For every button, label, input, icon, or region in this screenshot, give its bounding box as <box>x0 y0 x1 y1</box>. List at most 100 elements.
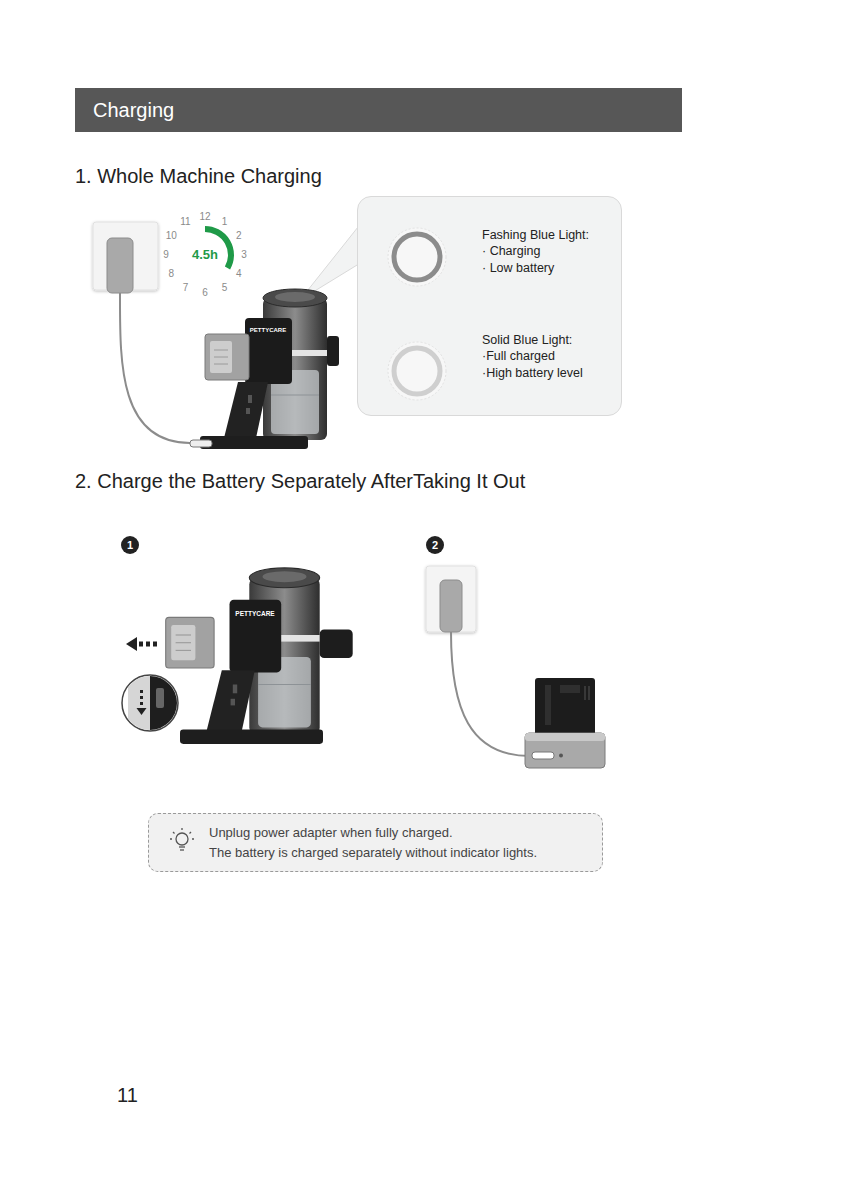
tip-icon <box>192 838 194 839</box>
clock-number: 4 <box>236 268 242 280</box>
pull-arrow <box>146 642 150 647</box>
header-bar <box>75 88 682 132</box>
vacuum-cleaner <box>190 440 212 447</box>
battery-pack <box>535 678 595 736</box>
release-inset <box>150 672 190 736</box>
step-number: 2 <box>426 536 444 554</box>
pull-arrow <box>139 642 143 647</box>
vacuum-cleaner <box>320 630 353 659</box>
vacuum-cleaner <box>271 395 319 396</box>
status-callout: Fashing Blue Light:· Charging· Low batte… <box>357 196 622 416</box>
tip-icon <box>179 846 185 847</box>
vacuum-cleaner <box>248 395 252 403</box>
step-number: 1 <box>121 536 139 554</box>
step-number-text: 1 <box>127 540 133 551</box>
callout-pointer <box>300 222 362 300</box>
vacuum-cleaner <box>214 364 228 365</box>
battery-pack <box>525 733 605 768</box>
vacuum-cleaner <box>166 617 214 668</box>
tip-icon <box>181 828 182 830</box>
status-item: ·Full charged <box>482 349 555 364</box>
tip-icon <box>190 832 192 834</box>
clock-number: 12 <box>199 211 210 223</box>
clock-number: 11 <box>180 216 190 228</box>
brand-mark: PETTYCARE <box>235 610 274 618</box>
section-heading: 1. Whole Machine Charging <box>75 164 322 188</box>
vacuum-cleaner <box>200 436 308 449</box>
clock-number: 9 <box>163 249 169 261</box>
battery-pack <box>525 733 605 741</box>
status-item: · Low battery <box>482 261 554 276</box>
battery-pack <box>545 685 551 725</box>
status-light-ring <box>394 234 440 280</box>
power-cable <box>451 632 530 756</box>
vacuum-cleaner <box>214 350 228 351</box>
tip-icon <box>170 838 172 839</box>
vacuum-cleaner <box>190 289 339 449</box>
battery-pack <box>589 686 590 700</box>
tip-box: Unplug power adapter when fully charged.… <box>148 813 603 872</box>
vacuum-cleaner <box>231 699 235 706</box>
battery-pack <box>585 686 586 700</box>
clock-number: 1 <box>222 216 228 228</box>
tip-icon <box>170 828 194 850</box>
vacuum-cleaner <box>224 382 268 438</box>
vacuum-cleaner <box>258 684 311 685</box>
release-inset <box>140 702 143 705</box>
release-inset <box>128 672 190 736</box>
tip-text: The battery is charged separately withou… <box>209 845 537 861</box>
clock-number: 8 <box>168 268 174 280</box>
status-heading: Solid Blue Light: <box>482 333 572 348</box>
vacuum-cleaner <box>176 650 191 651</box>
wall-socket <box>107 238 133 293</box>
pull-arrow <box>126 637 137 651</box>
vacuum-cleaner <box>230 600 282 673</box>
vacuum-cleaner <box>214 357 228 358</box>
clock-number: 2 <box>236 230 242 242</box>
vacuum-cleaner <box>245 318 292 384</box>
clock-number: 5 <box>222 282 228 294</box>
brand-mark: PETTYCARE <box>250 327 286 334</box>
wall-socket <box>426 566 476 632</box>
step-number-text: 2 <box>432 540 438 551</box>
vacuum-cleaner <box>176 634 191 635</box>
power-cable <box>120 293 190 443</box>
pull-arrow <box>126 637 157 651</box>
vacuum-cleaner <box>263 289 327 307</box>
tip-icon <box>173 832 175 834</box>
release-inset <box>128 674 150 734</box>
vacuum-cleaner <box>233 685 237 694</box>
tip-text: Unplug power adapter when fully charged. <box>209 825 453 841</box>
status-light-ring <box>394 348 440 394</box>
page-number: 11 <box>117 1083 138 1107</box>
battery-pack <box>532 752 554 759</box>
status-item: · Charging <box>482 244 540 259</box>
tip-icon <box>176 833 188 845</box>
vacuum-cleaner <box>206 670 254 732</box>
clock-number: 7 <box>183 282 189 294</box>
vacuum-cleaner <box>210 341 232 373</box>
clock-number: 3 <box>241 249 247 261</box>
clock-number: 10 <box>166 230 177 242</box>
release-inset <box>122 672 190 736</box>
release-inset <box>156 688 164 708</box>
vacuum-cleaner <box>327 336 339 366</box>
vacuum-cleaner <box>176 642 191 643</box>
status-light-halo <box>388 228 446 286</box>
release-inset <box>137 708 147 715</box>
vacuum-cleaner <box>263 571 307 582</box>
pull-arrow <box>153 642 157 647</box>
wall-socket <box>426 566 476 632</box>
section-heading: 2. Charge the Battery Separately AfterTa… <box>75 469 525 493</box>
wall-socket <box>440 580 462 632</box>
vacuum-cleaner <box>246 408 250 414</box>
vacuum-cleaner <box>166 568 353 744</box>
wall-socket <box>93 222 158 293</box>
vacuum-cleaner <box>205 334 249 380</box>
tip-icon <box>149 814 204 873</box>
vacuum-cleaner <box>180 730 323 744</box>
tip-icon <box>180 849 184 850</box>
status-item: ·High battery level <box>482 366 583 381</box>
battery-pack <box>525 678 605 768</box>
page-title: Charging <box>93 98 174 122</box>
